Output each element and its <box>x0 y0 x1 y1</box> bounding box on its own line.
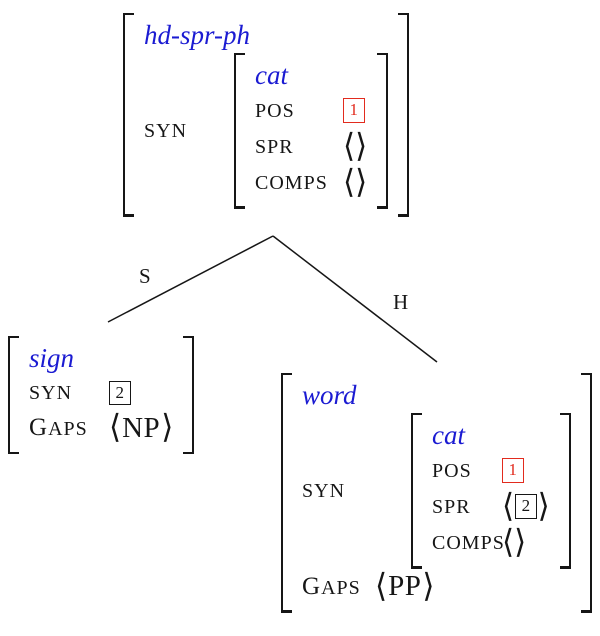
type-label: cat <box>255 59 288 90</box>
left-bracket <box>234 52 245 209</box>
avm-specifier: sign SYN 2 GAPS ⟨NP⟩ <box>8 336 195 454</box>
attr-label-syn: SYN <box>302 479 346 502</box>
avm-head-body: word SYN cat POS 1 SPR ⟨2⟩ <box>292 373 581 613</box>
pos-row: POS 1 <box>432 453 550 489</box>
attr-label-spr: SPR <box>255 135 294 158</box>
type-label: hd-spr-ph <box>144 20 250 50</box>
attr-label-comps: COMPS <box>432 531 505 554</box>
angle-open: ⟨ <box>343 163 356 201</box>
avm-root-cat: cat POS 1 SPR ⟨⟩ COMPS ⟨⟩ <box>234 52 389 209</box>
empty-list: ⟨⟩ <box>343 163 368 201</box>
type-label: sign <box>29 343 75 373</box>
spr-row: SPR ⟨2⟩ <box>432 489 550 525</box>
gaps-row: GAPS ⟨PP⟩ <box>302 569 571 605</box>
attr-label-syn: SYN <box>144 119 188 142</box>
angle-close: ⟩ <box>161 408 174 447</box>
right-bracket <box>377 52 389 209</box>
angle-open: ⟨ <box>343 127 356 165</box>
comps-row: COMPS ⟨⟩ <box>432 525 550 561</box>
edge-label-head: H <box>393 290 409 314</box>
right-bracket <box>580 373 592 613</box>
avm-head: word SYN cat POS 1 SPR ⟨2⟩ <box>281 373 592 613</box>
left-bracket <box>8 336 19 454</box>
left-bracket <box>411 412 422 569</box>
empty-list: ⟨⟩ <box>502 523 527 561</box>
tag-box-2: 2 <box>109 380 131 405</box>
avm-head-cat-body: cat POS 1 SPR ⟨2⟩ COMPS ⟨⟩ <box>422 413 560 569</box>
angle-open: ⟨ <box>109 408 122 447</box>
gaps-value-list: ⟨PP⟩ <box>375 567 435 605</box>
tag-box-2: 2 <box>515 494 537 519</box>
avm-specifier-body: sign SYN 2 GAPS ⟨NP⟩ <box>19 336 183 454</box>
angle-close: ⟩ <box>537 487 550 525</box>
angle-close: ⟩ <box>355 163 368 201</box>
angle-open: ⟨ <box>375 567 388 605</box>
avm-root-cat-body: cat POS 1 SPR ⟨⟩ COMPS ⟨⟩ <box>245 53 377 209</box>
attr-label-comps: COMPS <box>255 171 328 194</box>
right-bracket <box>398 13 410 217</box>
right-bracket <box>183 336 195 454</box>
edge-label-specifier: S <box>139 264 151 288</box>
angle-close: ⟩ <box>355 127 368 165</box>
left-bracket <box>281 373 292 613</box>
empty-list: ⟨⟩ <box>343 127 368 165</box>
type-label: cat <box>432 419 465 450</box>
gaps-value: NP <box>122 411 161 444</box>
comps-row: COMPS ⟨⟩ <box>255 165 367 201</box>
branch-left <box>107 235 274 323</box>
avm-root-body: hd-spr-ph SYN cat POS 1 SPR ⟨⟩ <box>134 13 398 217</box>
avm-head-cat: cat POS 1 SPR ⟨2⟩ COMPS ⟨⟩ <box>411 412 571 569</box>
spr-row: SPR ⟨⟩ <box>255 129 367 165</box>
angle-close: ⟩ <box>422 567 435 605</box>
syn-row: SYN cat POS 1 SPR ⟨⟩ C <box>144 52 389 209</box>
spr-value-list: ⟨2⟩ <box>502 487 550 525</box>
avm-root: hd-spr-ph SYN cat POS 1 SPR ⟨⟩ <box>123 13 410 217</box>
attr-label-gaps: GAPS <box>302 572 361 600</box>
angle-open: ⟨ <box>502 487 515 525</box>
attr-label-spr: SPR <box>432 495 471 518</box>
attr-label-pos: POS <box>255 99 295 122</box>
syn-row: SYN 2 <box>29 376 173 410</box>
syn-row: SYN cat POS 1 SPR ⟨2⟩ <box>302 412 571 569</box>
attr-label-syn: SYN <box>29 381 73 404</box>
angle-open: ⟨ <box>502 523 515 561</box>
tag-box-1: 1 <box>502 458 524 483</box>
gaps-row: GAPS ⟨NP⟩ <box>29 410 173 446</box>
pos-row: POS 1 <box>255 93 367 129</box>
type-label: word <box>302 380 357 410</box>
attr-label-pos: POS <box>432 459 472 482</box>
attr-label-gaps: GAPS <box>29 414 88 441</box>
angle-close: ⟩ <box>514 523 527 561</box>
tag-box-1: 1 <box>343 98 365 123</box>
branch-right <box>272 235 438 363</box>
right-bracket <box>559 412 571 569</box>
gaps-value-list: ⟨NP⟩ <box>109 408 174 447</box>
gaps-value: PP <box>388 570 422 603</box>
left-bracket <box>123 13 134 217</box>
